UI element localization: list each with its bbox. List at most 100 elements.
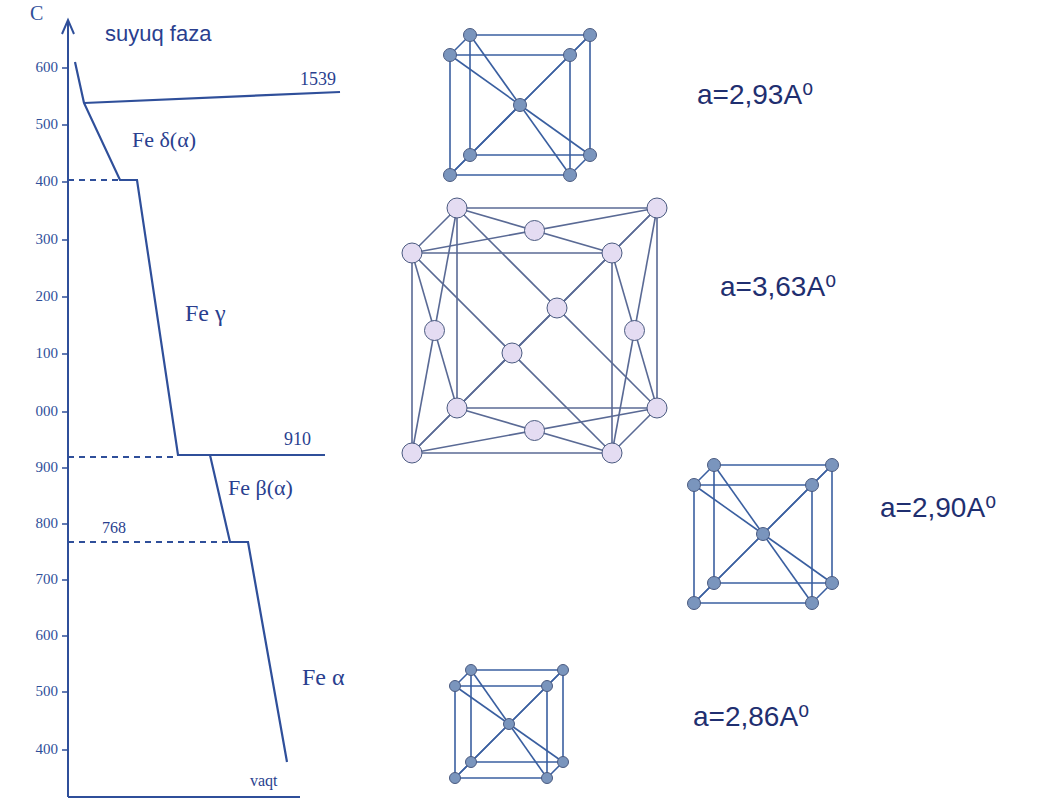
axis-number: 000	[36, 403, 59, 420]
crystal-lattices	[402, 29, 839, 784]
lattice-bond	[714, 464, 832, 466]
atom	[447, 398, 467, 418]
lattice-parameter: a=2,90A⁰	[880, 493, 996, 524]
axis-number: 300	[36, 231, 59, 248]
lattice-bond	[471, 669, 563, 671]
atom	[542, 773, 553, 784]
lattice-bond	[509, 670, 563, 724]
fcc-lattice	[402, 198, 667, 463]
atom	[558, 757, 569, 768]
axis-number: 100	[36, 345, 59, 362]
lattice-bond	[470, 34, 590, 36]
lattice-parameter: a=2,93A⁰	[697, 80, 813, 111]
bcc-lattice	[444, 29, 597, 182]
phase-label: Fe δ(α)	[132, 128, 196, 152]
lattice-bond	[455, 777, 547, 779]
lattice-bond	[457, 408, 612, 453]
lattice-bond	[412, 452, 612, 454]
lattice-bond	[450, 55, 520, 105]
lattice-bond	[471, 761, 563, 763]
lattice-bond	[457, 207, 657, 209]
axis-number: 700	[36, 571, 59, 588]
lattice-bond	[714, 465, 763, 534]
atom	[826, 459, 839, 472]
lattice-bond	[612, 253, 657, 408]
axis-number: 500	[36, 683, 59, 700]
lattice-bond	[455, 724, 509, 778]
lattice-bond	[509, 724, 547, 778]
axis-number: 400	[36, 741, 59, 758]
atom	[444, 49, 457, 62]
lattice-bond	[457, 407, 657, 409]
lattice-bond	[455, 685, 547, 687]
lattice-bond	[694, 534, 763, 603]
lattice-bond	[694, 485, 763, 534]
lattice-parameter: a=3,63A⁰	[720, 272, 836, 303]
lattice-bond	[656, 208, 658, 408]
lattice-bond	[520, 105, 570, 175]
axis-number: 600	[36, 627, 59, 644]
atom	[464, 149, 477, 162]
lattice-bond	[470, 105, 520, 155]
lattice-bond	[509, 724, 563, 762]
lattice-bond	[520, 105, 590, 155]
atom	[688, 479, 701, 492]
atom	[504, 719, 515, 730]
temperature-value: 1539	[300, 70, 336, 90]
lattice-bond	[456, 208, 458, 408]
atom	[558, 665, 569, 676]
atom	[447, 198, 467, 218]
lattice-bond	[470, 154, 590, 156]
lattice-bond	[694, 602, 812, 604]
atom	[625, 321, 645, 341]
atom	[584, 29, 597, 42]
lattice-bond	[546, 686, 548, 778]
lattice-bond	[694, 484, 812, 486]
lattice-bond	[611, 253, 613, 453]
atom	[464, 29, 477, 42]
lattice-bond	[714, 582, 832, 584]
lattice-bond	[471, 724, 509, 762]
lattice-bond	[454, 686, 456, 778]
lattice-bond	[455, 686, 509, 724]
temperature-value: 910	[284, 430, 311, 450]
lattice-bond	[411, 253, 413, 453]
axis-number: 900	[36, 459, 59, 476]
lattice-bond	[450, 105, 520, 175]
atom	[402, 443, 422, 463]
atom	[444, 169, 457, 182]
atom	[647, 198, 667, 218]
lattice-bond	[520, 35, 590, 105]
lattice-bond	[470, 670, 472, 762]
atom	[466, 757, 477, 768]
axis-number: 600	[36, 59, 59, 76]
lattice-bond	[569, 55, 571, 175]
atom	[466, 665, 477, 676]
atom	[450, 773, 461, 784]
lattice-bond	[831, 465, 833, 583]
atom	[525, 221, 545, 241]
temperature-value: 768	[102, 519, 126, 537]
dashed-guides	[68, 180, 230, 542]
lattice-bond	[450, 174, 570, 176]
lattice-bond	[412, 252, 612, 254]
lattice-bond	[449, 55, 451, 175]
atom	[502, 343, 522, 363]
lattice-bond	[763, 465, 832, 534]
atom	[688, 597, 701, 610]
atom	[647, 398, 667, 418]
atom	[525, 421, 545, 441]
atom	[425, 321, 445, 341]
atom	[602, 443, 622, 463]
lattice-bond	[450, 54, 570, 56]
lattice-bond	[714, 534, 763, 583]
lattice-bond	[412, 208, 657, 253]
axis-number: 200	[36, 288, 59, 305]
axis-number: 500	[36, 116, 59, 133]
atom	[542, 681, 553, 692]
lattice-bond	[470, 35, 520, 105]
phase-label: suyuq faza	[105, 22, 211, 46]
atom	[547, 298, 567, 318]
lattice-parameter: a=2,86A⁰	[693, 702, 809, 733]
